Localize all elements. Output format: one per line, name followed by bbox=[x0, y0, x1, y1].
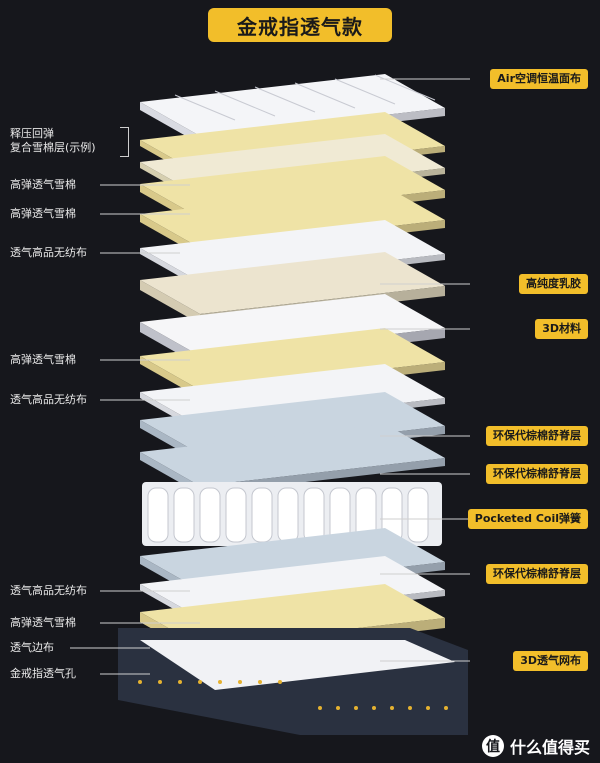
coil-pocket bbox=[225, 487, 247, 543]
coil-pocket bbox=[173, 487, 195, 543]
quilt-line bbox=[214, 90, 276, 117]
vent-hole bbox=[278, 680, 282, 684]
label-palm-3: 环保代棕棉舒脊层 bbox=[486, 564, 588, 584]
layer-air-fabric-side bbox=[140, 102, 200, 144]
coil-pocket bbox=[251, 487, 273, 543]
coil-pocket bbox=[303, 487, 325, 543]
quilt-line bbox=[254, 86, 316, 113]
vent-hole bbox=[238, 680, 242, 684]
vent-hole bbox=[444, 706, 448, 710]
label-nonwoven-2: 透气高品无纺布 bbox=[10, 393, 87, 406]
layer-nonwoven-1-top bbox=[140, 220, 445, 282]
layer-nonwoven-2-top bbox=[140, 364, 445, 426]
vent-hole bbox=[372, 706, 376, 710]
layer-palm-2-top bbox=[140, 424, 445, 486]
vent-hole bbox=[426, 706, 430, 710]
layer-nonwoven-3-top bbox=[140, 556, 445, 618]
vent-hole bbox=[138, 680, 142, 684]
watermark-text: 什么值得买 bbox=[509, 738, 590, 757]
layer-palm-3-top bbox=[140, 528, 445, 590]
coil-pocket bbox=[277, 487, 299, 543]
label-3d-mesh: 3D透气网布 bbox=[513, 651, 588, 671]
label-palm-1: 环保代棕棉舒脊层 bbox=[486, 426, 588, 446]
watermark-logo-icon: 值 bbox=[481, 735, 504, 757]
label-air-fabric: Air空调恒温面布 bbox=[490, 69, 588, 89]
label-palm-2: 环保代棕棉舒脊层 bbox=[486, 464, 588, 484]
vent-hole bbox=[258, 680, 262, 684]
label-edge-fabric: 透气边布 bbox=[10, 641, 54, 654]
vent-hole bbox=[198, 680, 202, 684]
layer-foam-1-top bbox=[140, 156, 445, 218]
vent-hole bbox=[218, 680, 222, 684]
quilt-line bbox=[294, 82, 356, 109]
page-title: 金戒指透气款 bbox=[208, 8, 392, 42]
label-foam-2: 高弹透气雪棉 bbox=[10, 207, 76, 220]
label-foam-3: 高弹透气雪棉 bbox=[10, 353, 76, 366]
label-vent-holes: 金戒指透气孔 bbox=[10, 667, 76, 680]
vent-hole bbox=[318, 706, 322, 710]
vent-hole bbox=[354, 706, 358, 710]
coil-pocket bbox=[147, 487, 169, 543]
coil-pocket bbox=[199, 487, 221, 543]
label-memory-foam: 释压回弹 复合雪棉层(示例) bbox=[10, 127, 96, 154]
label-latex: 高纯度乳胶 bbox=[519, 274, 588, 294]
vent-hole bbox=[158, 680, 162, 684]
quilt-line bbox=[334, 78, 396, 105]
quilt-line bbox=[174, 94, 236, 121]
layer-3d-material-top bbox=[140, 294, 445, 356]
watermark: 值 什么值得买 bbox=[481, 733, 590, 759]
label-nonwoven-3: 透气高品无纺布 bbox=[10, 584, 87, 597]
coil-pocket bbox=[407, 487, 429, 543]
layer-air-fabric-top bbox=[140, 74, 445, 136]
label-foam-4: 高弹透气雪棉 bbox=[10, 616, 76, 629]
layer-foam-2-top bbox=[140, 186, 445, 248]
label-nonwoven-1: 透气高品无纺布 bbox=[10, 246, 87, 259]
label-foam-1: 高弹透气雪棉 bbox=[10, 178, 76, 191]
vent-hole bbox=[390, 706, 394, 710]
layer-3d-mesh bbox=[140, 640, 455, 690]
vent-hole bbox=[336, 706, 340, 710]
label-3d-material: 3D材料 bbox=[535, 319, 588, 339]
label-pocket-coil: Pocketed Coil弹簧 bbox=[467, 509, 588, 529]
layer-latex-side bbox=[140, 280, 200, 324]
layer-foam-3-top bbox=[140, 328, 445, 390]
memory-foam-brace bbox=[120, 127, 129, 157]
vent-hole bbox=[408, 706, 412, 710]
layer-latex-top bbox=[140, 252, 445, 314]
vent-hole bbox=[178, 680, 182, 684]
layer-palm-1-top bbox=[140, 392, 445, 454]
